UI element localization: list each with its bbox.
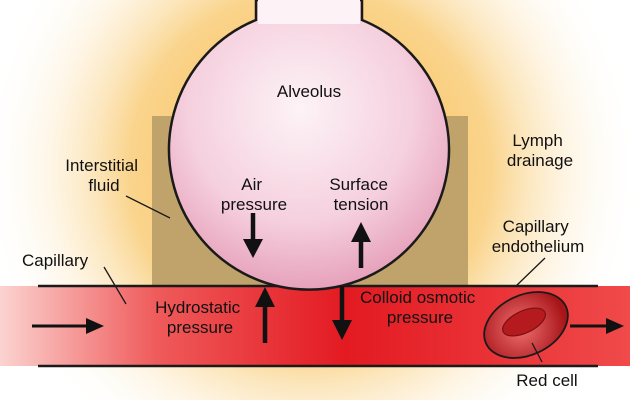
red-blood-cell: [483, 291, 569, 359]
red-cell-label: Red cell: [516, 371, 577, 390]
colloid-osmotic-pressure-arrow: [332, 286, 352, 340]
interstitial-fluid-label: Interstitial fluid: [65, 156, 142, 195]
capillary-endothelium-label: Capillary endothelium: [492, 217, 585, 256]
red-cell-leader: [531, 342, 543, 363]
capillary-label: Capillary: [22, 251, 89, 270]
alveolus-label: Alveolus: [277, 82, 341, 101]
air-pressure-label: Air pressure: [221, 175, 287, 214]
endothelium-leader: [515, 257, 546, 287]
colloid-osmotic-pressure-label: Colloid osmotic pressure: [360, 288, 480, 327]
hydrostatic-pressure-arrow: [255, 287, 275, 343]
alveolar-duct-fill: [258, 0, 360, 24]
interstitial-fluid-leader: [125, 195, 171, 219]
surface-tension-arrow: [351, 222, 371, 268]
surface-tension-label: Surface tension: [329, 175, 392, 214]
capillary-leader: [103, 266, 127, 305]
alveolus: [167, 0, 451, 291]
hydrostatic-pressure-label: Hydrostatic pressure: [155, 298, 245, 337]
air-pressure-arrow: [243, 213, 263, 258]
blood-flow-in-arrow: [32, 318, 104, 334]
blood-flow-out-arrow: [570, 318, 624, 334]
lymph-drainage-label: Lymph drainage: [507, 131, 573, 170]
